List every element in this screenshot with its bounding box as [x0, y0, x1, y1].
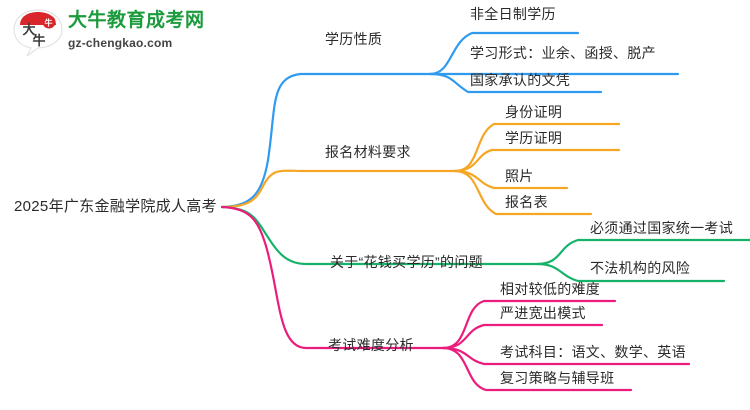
logo-brand-en: gz-chengkao.com [68, 36, 173, 50]
logo-mark-icon: 牛 大 牛 [13, 9, 63, 57]
leaf-label-0-0[interactable]: 非全日制学历 [470, 6, 556, 22]
branch-label-3[interactable]: 考试难度分析 [328, 337, 414, 353]
svg-text:牛: 牛 [32, 33, 45, 48]
root-node-label[interactable]: 2025年广东金融学院成人高考 [14, 198, 217, 215]
leaf-label-0-2[interactable]: 国家承认的文凭 [470, 72, 571, 88]
wire-root-to-branch-1 [220, 169, 457, 209]
leaf-label-3-0[interactable]: 相对较低的难度 [500, 281, 601, 297]
leaf-label-3-2[interactable]: 考试科目：语文、数学、英语 [500, 344, 686, 360]
logo-brand-cn: 大牛教育成考网 [68, 10, 205, 31]
leaf-label-1-2[interactable]: 照片 [505, 168, 534, 184]
site-logo[interactable]: 牛 大 牛 大牛教育成考网 gz-chengkao.com [12, 6, 204, 60]
leaf-label-1-3[interactable]: 报名表 [505, 194, 548, 210]
wire-branch-0-to-leaf-2 [428, 72, 603, 94]
wire-branch-3-to-leaf-3 [441, 346, 633, 392]
svg-text:大: 大 [22, 22, 35, 37]
branch-label-1[interactable]: 报名材料要求 [325, 144, 411, 160]
wire-branch-2-to-leaf-0 [535, 238, 750, 266]
leaf-label-1-1[interactable]: 学历证明 [505, 130, 563, 146]
wire-root-to-branch-0 [220, 72, 432, 209]
svg-text:牛: 牛 [45, 18, 53, 28]
wire-branch-1-to-leaf-1 [453, 148, 621, 173]
wire-root-to-branch-3 [220, 205, 445, 350]
branch-label-2[interactable]: 关于“花钱买学历”的问题 [330, 254, 483, 270]
leaf-label-0-1[interactable]: 学习形式：业余、函授、脱产 [470, 45, 656, 61]
leaf-label-2-0[interactable]: 必须通过国家统一考试 [590, 220, 733, 236]
leaf-label-1-0[interactable]: 身份证明 [505, 104, 563, 120]
leaf-label-3-1[interactable]: 严进宽出模式 [500, 305, 586, 321]
branch-label-0[interactable]: 学历性质 [325, 31, 383, 47]
wire-branch-2-to-leaf-1 [535, 262, 726, 283]
leaf-label-2-1[interactable]: 不法机构的风险 [590, 260, 691, 276]
wire-branch-1-to-leaf-3 [453, 169, 593, 216]
leaf-label-3-3[interactable]: 复习策略与辅导班 [500, 370, 615, 386]
wire-branch-0-to-leaf-0 [428, 31, 580, 76]
